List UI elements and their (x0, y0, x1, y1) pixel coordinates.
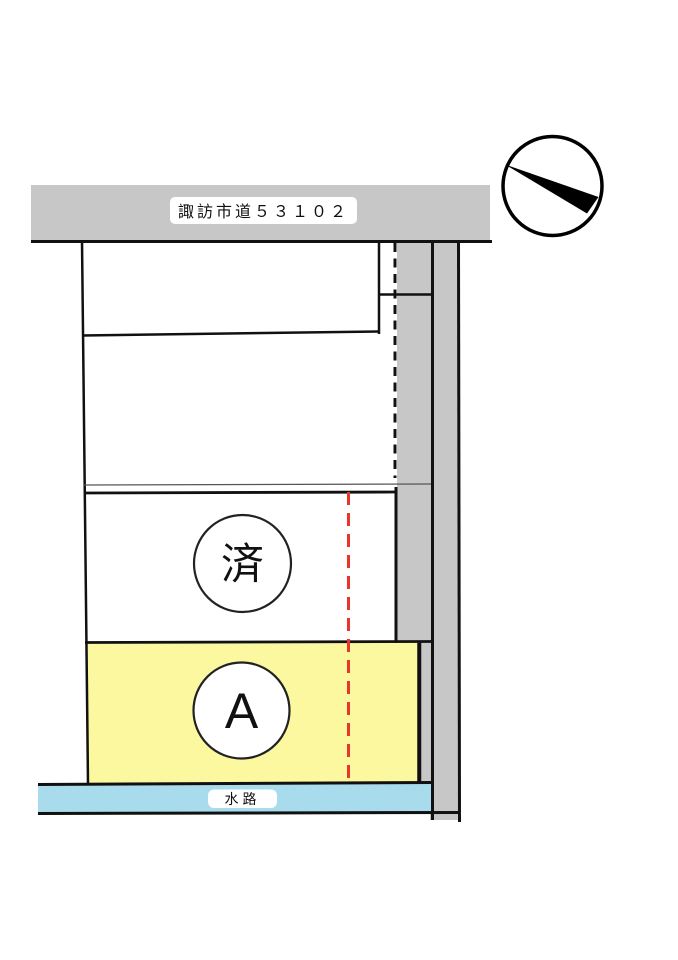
right-road-right-edge (457, 240, 461, 823)
waterway-label: 水路 (225, 791, 261, 807)
top-parcel-bottom-edge (81, 330, 380, 337)
middle-parcel-bottom-thin-line (83, 483, 434, 486)
north-arrow-icon (501, 134, 604, 238)
right-road-lower (430, 783, 458, 820)
road-label: 諏訪市道５３１０２ (178, 203, 349, 221)
parcel-a-circle (192, 661, 291, 760)
parcels-left-boundary (80, 240, 90, 785)
parcel-a-top-edge (84, 640, 432, 644)
waterway-label-box (208, 789, 277, 808)
parcel-a-label: A (225, 683, 259, 739)
done-parcel-top-edge (83, 490, 397, 495)
waterway-bottom-edge (37, 811, 461, 815)
right-road-upper (397, 241, 458, 642)
done-parcel-circle (192, 513, 293, 614)
waterway-top-edge (37, 781, 433, 786)
north-arrow-needle (505, 164, 599, 214)
road-label-box (170, 197, 357, 224)
right-road-middle (420, 642, 458, 783)
done-parcel-label: 済 (221, 541, 264, 589)
